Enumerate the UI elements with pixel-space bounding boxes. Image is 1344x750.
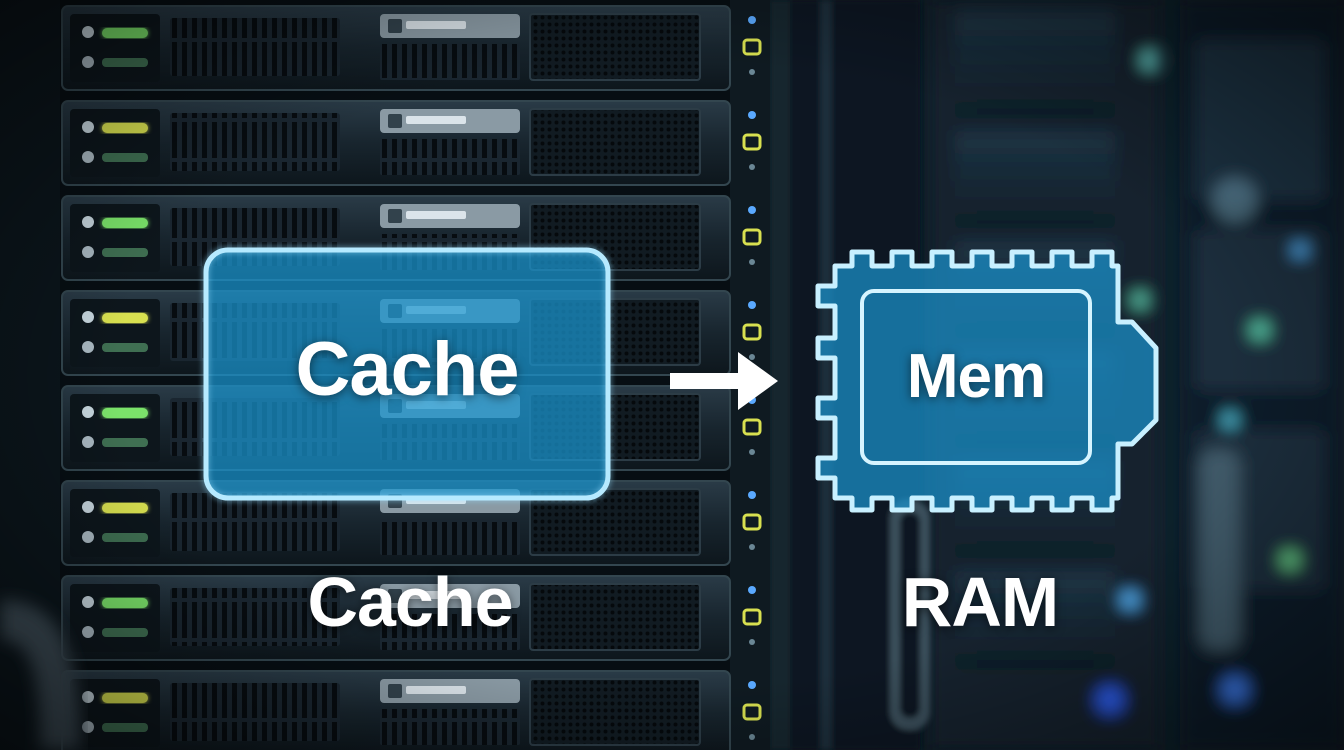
ram-caption: RAM <box>901 563 1059 641</box>
cache-box <box>201 245 613 503</box>
cache-box-label: Cache <box>295 327 519 412</box>
memory-chip-icon <box>815 249 1159 513</box>
cache-caption: Cache <box>307 563 513 641</box>
memory-chip-label: Mem <box>906 342 1046 411</box>
arrow-right-icon <box>670 352 778 410</box>
